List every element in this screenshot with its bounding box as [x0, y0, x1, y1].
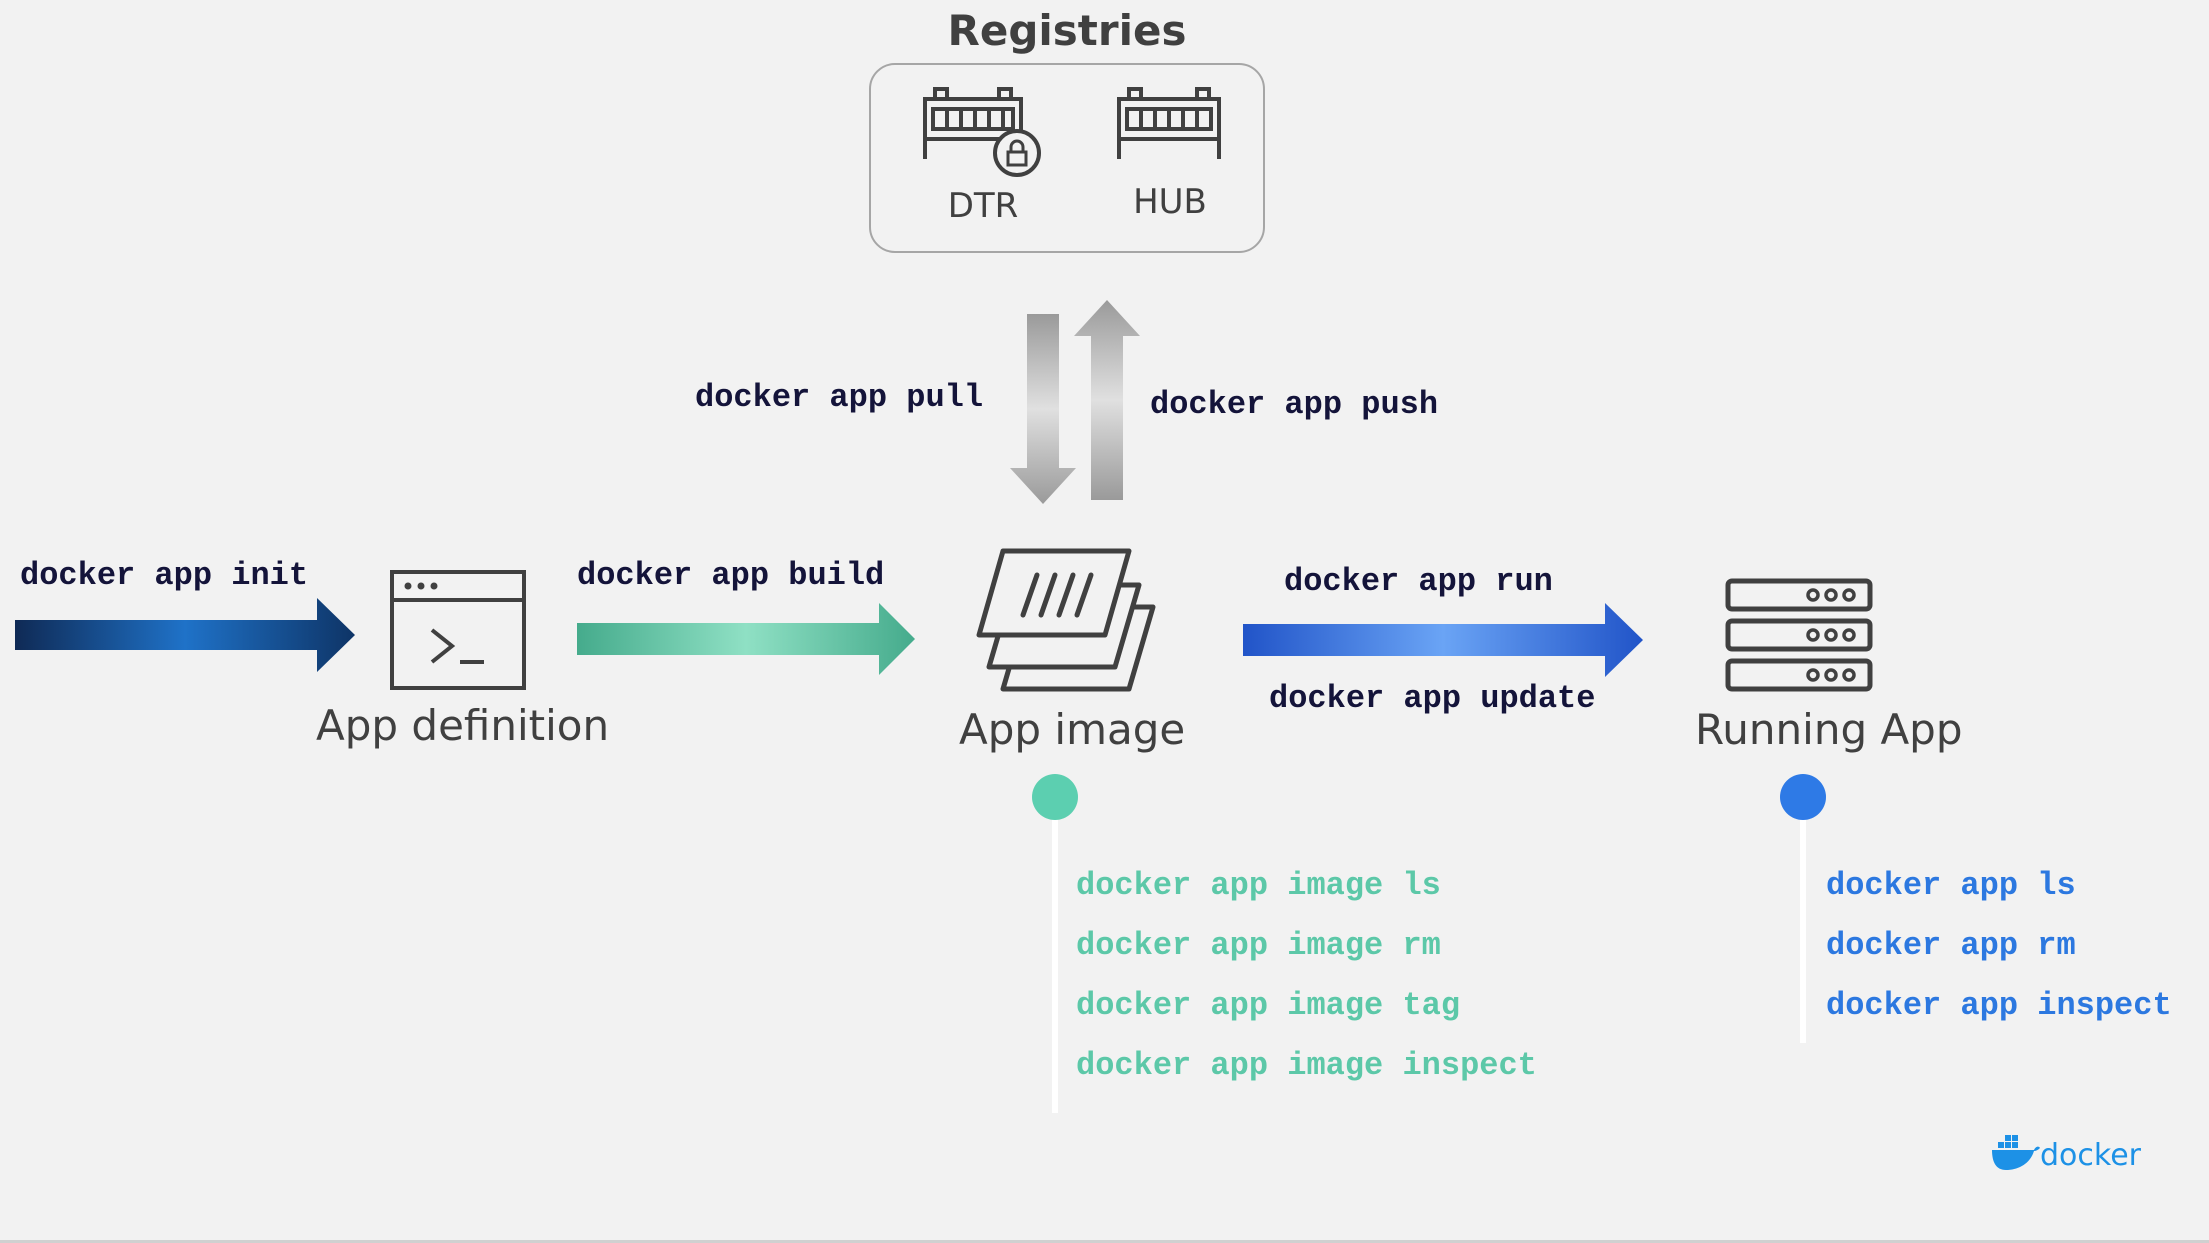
list-item: docker app image rm [1076, 927, 1441, 964]
registries-title: Registries [947, 6, 1187, 55]
list-item: docker app ls [1826, 867, 2076, 904]
list-item: docker app image ls [1076, 867, 1441, 904]
build-command: docker app build [577, 557, 885, 594]
registry-label-dtr: DTR [947, 186, 1019, 226]
app-image-label: App image [959, 705, 1186, 754]
image-timeline-line [1052, 797, 1058, 1113]
pull-command: docker app pull [695, 379, 984, 416]
list-item: docker app inspect [1826, 987, 2172, 1024]
registries-box: DTR HUB [869, 63, 1265, 253]
app-definition-label: App definition [316, 701, 610, 750]
build-arrow [577, 603, 915, 675]
running-timeline-dot [1780, 774, 1826, 820]
init-command: docker app init [20, 557, 309, 594]
running-timeline-line [1800, 797, 1806, 1043]
push-command: docker app push [1150, 386, 1439, 423]
run-arrow [1243, 603, 1643, 677]
run-command: docker app run [1284, 563, 1553, 600]
bottom-divider [0, 1240, 2209, 1243]
list-item: docker app image inspect [1076, 1047, 1537, 1084]
registry-icon [1117, 87, 1221, 159]
running-app-label: Running App [1695, 705, 1963, 754]
server-stack-icon [1725, 578, 1873, 692]
docker-logo-text: docker [2040, 1138, 2141, 1173]
terminal-window-icon [390, 570, 526, 690]
docker-whale-icon [1992, 1135, 2040, 1170]
list-item: docker app image tag [1076, 987, 1461, 1024]
registry-label-hub: HUB [1133, 182, 1207, 222]
init-arrow [15, 598, 355, 672]
locked-registry-icon [923, 87, 1041, 177]
pull-arrow [1010, 314, 1076, 504]
push-arrow [1074, 300, 1140, 500]
image-timeline-dot [1032, 774, 1078, 820]
stacked-layers-icon [976, 548, 1156, 692]
list-item: docker app rm [1826, 927, 2076, 964]
update-command: docker app update [1269, 680, 1596, 717]
